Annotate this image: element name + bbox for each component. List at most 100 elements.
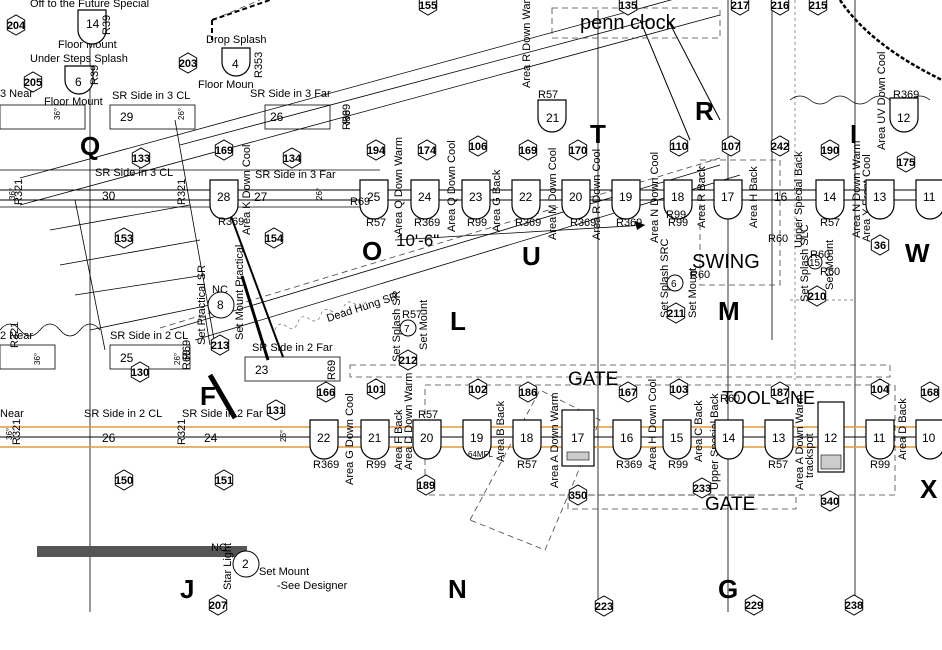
note-text: Area R Down Warm bbox=[521, 0, 533, 88]
fixture-unit: 21 bbox=[360, 419, 390, 460]
gel-label: 26° bbox=[279, 430, 288, 442]
gel-label: 36° bbox=[53, 108, 62, 120]
note-text: Area D Down Warm bbox=[403, 373, 415, 470]
unit-number: 19 bbox=[470, 431, 484, 445]
fixture-unit: 14 bbox=[714, 419, 744, 460]
circuit-hex-shape bbox=[130, 361, 150, 383]
fixture-unit: 24 bbox=[410, 179, 440, 220]
circuit-number: 169 bbox=[519, 145, 537, 157]
dimmer-label: R99 bbox=[870, 459, 890, 471]
circuit-number: 153 bbox=[115, 233, 133, 245]
circuit-number: 167 bbox=[619, 387, 637, 399]
circuit-hex: 131 bbox=[266, 399, 286, 421]
fixture-unit: 19 bbox=[462, 419, 492, 460]
circuit-number: 216 bbox=[771, 0, 789, 12]
unit-number: 17 bbox=[721, 190, 735, 204]
circuit-hex-shape bbox=[210, 334, 230, 356]
circuit-number: 229 bbox=[745, 600, 763, 612]
note-text: 3 Near bbox=[0, 88, 33, 100]
fixture-unit: 30 bbox=[102, 189, 116, 203]
circuit-number: 169 bbox=[215, 145, 233, 157]
unit-number: 11 bbox=[873, 431, 886, 445]
fixture-unit: 13 bbox=[865, 179, 895, 220]
fixture-unit: 18 bbox=[663, 179, 693, 220]
circuit-hex: 151 bbox=[214, 469, 234, 491]
note-text: SR Side in 3 CL bbox=[112, 90, 190, 102]
dimmer-label: R99 bbox=[668, 217, 688, 229]
circuit-number: 233 bbox=[693, 483, 711, 495]
note-text: Area D Back bbox=[897, 398, 909, 460]
note-text: Set Mount bbox=[687, 268, 699, 318]
unit-number: 16 bbox=[774, 190, 788, 204]
unit-number: 10 bbox=[922, 431, 936, 445]
circuit-number: 242 bbox=[771, 141, 789, 153]
circuit-hex: 104 bbox=[870, 378, 890, 400]
circuit-hex-shape bbox=[618, 381, 638, 403]
note-text: Star Light bbox=[222, 543, 234, 590]
circuit-hex-shape bbox=[770, 0, 790, 16]
dimmer-label: R57 bbox=[418, 409, 438, 421]
fixture-unit: 20 bbox=[561, 179, 591, 220]
note-text: Area H Back bbox=[748, 166, 760, 228]
fixture-unit: 23 bbox=[255, 363, 269, 377]
unit-number: 6 bbox=[671, 279, 677, 290]
dimmer-label: R99 bbox=[366, 459, 386, 471]
unit-number: 18 bbox=[520, 431, 534, 445]
circuit-hex-shape bbox=[666, 302, 686, 324]
fixture-unit: 6 bbox=[666, 274, 684, 292]
circuit-number: 150 bbox=[115, 475, 133, 487]
fixture-unit: 14 bbox=[815, 179, 845, 220]
note-text: Area F Back bbox=[393, 409, 405, 470]
circuit-number: 211 bbox=[667, 308, 685, 320]
note-text: SR Side in 2 Far bbox=[182, 408, 263, 420]
area-letter-N: N bbox=[448, 574, 467, 604]
circuit-hex-shape bbox=[518, 381, 538, 403]
area-letter-Q: Q bbox=[80, 131, 100, 161]
unit-number: 12 bbox=[824, 431, 838, 445]
gate-lower-label: GATE bbox=[705, 494, 755, 515]
dimmer-label: R69 bbox=[341, 104, 353, 124]
circuit-number: 110 bbox=[670, 141, 688, 153]
circuit-hex-shape bbox=[870, 378, 890, 400]
circuit-number: 205 bbox=[24, 77, 42, 89]
circuit-number: 168 bbox=[921, 387, 939, 399]
note-text: Floor Moun bbox=[198, 79, 254, 91]
circuit-hex: 135 bbox=[618, 0, 638, 16]
dimmer-label: R57 bbox=[820, 217, 840, 229]
circuit-hex-shape bbox=[366, 139, 386, 161]
gate-upper-label: GATE bbox=[568, 369, 618, 390]
fixture-unit: 18 bbox=[512, 419, 542, 460]
dimmer-label: R57 bbox=[366, 217, 386, 229]
circuit-hex-shape bbox=[114, 469, 134, 491]
circuit-number: 238 bbox=[845, 600, 863, 612]
circuit-hex: 187 bbox=[770, 381, 790, 403]
note-text: Area M Down Cool bbox=[547, 148, 559, 240]
fixture-unit: 28 bbox=[209, 179, 239, 220]
dimmer-label: R321 bbox=[176, 179, 188, 205]
circuit-hex-shape bbox=[23, 71, 43, 93]
circuit-hex: 133 bbox=[131, 147, 151, 169]
fixture-unit: 2 bbox=[232, 550, 260, 578]
circuit-hex-shape bbox=[208, 594, 228, 616]
circuit-hex-shape bbox=[770, 381, 790, 403]
circuit-hex: 169 bbox=[214, 139, 234, 161]
unit-number: 30 bbox=[102, 189, 116, 203]
fixture-unit: 20 bbox=[412, 419, 442, 460]
circuit-hex: 350 bbox=[568, 484, 588, 506]
unit-number: 27 bbox=[254, 190, 268, 204]
circuit-number: 106 bbox=[469, 141, 487, 153]
fixture-unit: 17 bbox=[561, 409, 595, 467]
note-text: Area Q Down Cool bbox=[446, 140, 458, 232]
tool-line-label: TOOL LINE bbox=[722, 388, 815, 408]
circuit-hex: 215 bbox=[808, 0, 828, 16]
fixture-unit: 23 bbox=[461, 179, 491, 220]
fixture-unit: 14 bbox=[77, 9, 107, 45]
circuit-hex-shape bbox=[920, 381, 940, 403]
area-letter-O: O bbox=[362, 236, 382, 266]
unit-number: 12 bbox=[897, 111, 911, 125]
circuit-number: 131 bbox=[267, 405, 285, 417]
circuit-number: 350 bbox=[569, 490, 587, 502]
note-text: Under Steps Splash bbox=[30, 53, 128, 65]
unit-number: 4 bbox=[232, 57, 239, 71]
dimension-label: 10'-6" bbox=[396, 231, 439, 250]
